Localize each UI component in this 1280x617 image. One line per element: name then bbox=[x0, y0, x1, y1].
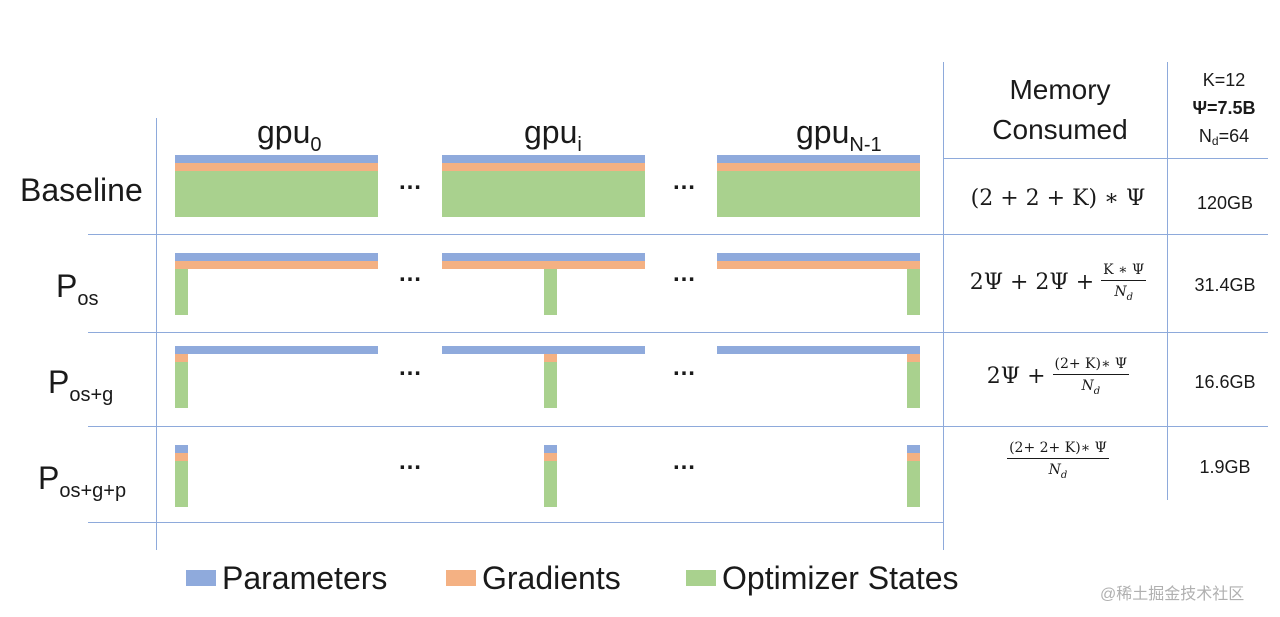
gpu-header-0: gpu0 bbox=[257, 114, 322, 156]
gpu-header-n-1: gpuN-1 bbox=[796, 114, 882, 156]
legend-gradients-label: Gradients bbox=[482, 560, 621, 596]
posgp-gpu0-optimizer bbox=[175, 461, 188, 507]
memory-consumed-header: Memory Consumed bbox=[992, 74, 1128, 145]
value-pos-g-p: 1.9GB bbox=[1199, 457, 1251, 477]
posg-gpu0-optimizer bbox=[175, 362, 188, 408]
config-psi: Ψ=7.5B bbox=[1192, 98, 1256, 118]
ellipsis: … bbox=[398, 448, 423, 475]
row-divider-1 bbox=[88, 234, 1268, 235]
baseline-gpu0-gradients bbox=[175, 163, 378, 171]
ellipsis: … bbox=[398, 354, 423, 381]
watermark: @稀土掘金技术社区 bbox=[1100, 586, 1245, 603]
ellipsis: … bbox=[672, 448, 697, 475]
config-column-rule bbox=[1167, 62, 1168, 500]
pos-gpui-parameters bbox=[442, 253, 645, 261]
posgp-gpun-gradients bbox=[907, 453, 920, 461]
posgp-gpui-parameters bbox=[544, 445, 557, 453]
ellipsis: … bbox=[398, 260, 423, 287]
memory-column-rule bbox=[943, 62, 944, 550]
ellipsis: … bbox=[672, 168, 697, 195]
posg-gpu0-parameters bbox=[175, 346, 378, 354]
config-k: K=12 bbox=[1202, 70, 1246, 90]
posg-gpu0-gradients bbox=[175, 354, 188, 362]
left-vertical-rule bbox=[156, 118, 157, 550]
pos-gpun-gradients bbox=[717, 261, 920, 269]
pos-gpun-optimizer bbox=[907, 269, 920, 315]
ellipsis: … bbox=[672, 260, 697, 287]
pos-gpu0-gradients bbox=[175, 261, 378, 269]
posgp-gpu0-gradients bbox=[175, 453, 188, 461]
pos-gpu0-optimizer bbox=[175, 269, 188, 315]
row-divider-4 bbox=[88, 522, 943, 523]
pos-gpui-optimizer bbox=[544, 269, 557, 315]
pos-gpui-gradients bbox=[442, 261, 645, 269]
config-nd: Nd=64 bbox=[1198, 126, 1250, 148]
row-divider-3 bbox=[88, 426, 1268, 427]
gpu-header-i: gpui bbox=[524, 114, 582, 156]
legend-gradients-swatch bbox=[446, 570, 476, 586]
baseline-gpun-gradients bbox=[717, 163, 920, 171]
posgp-gpui-gradients bbox=[544, 453, 557, 461]
baseline-gpui-parameters bbox=[442, 155, 645, 163]
posgp-gpui-optimizer bbox=[544, 461, 557, 507]
baseline-gpui-gradients bbox=[442, 163, 645, 171]
baseline-gpun-optimizer bbox=[717, 171, 920, 217]
posg-gpui-parameters bbox=[442, 346, 645, 354]
ellipsis: … bbox=[672, 354, 697, 381]
formula-baseline: (2 + 2 + K) ∗ Ψ bbox=[970, 186, 1146, 211]
posg-gpun-optimizer bbox=[907, 362, 920, 408]
legend-parameters-label: Parameters bbox=[222, 560, 388, 596]
posgp-gpun-optimizer bbox=[907, 461, 920, 507]
ellipsis: … bbox=[398, 168, 423, 195]
value-baseline: 120GB bbox=[1196, 193, 1254, 213]
pos-gpun-parameters bbox=[717, 253, 920, 261]
value-pos: 31.4GB bbox=[1194, 275, 1256, 295]
posg-gpui-optimizer bbox=[544, 362, 557, 408]
row-label-baseline: Baseline bbox=[20, 172, 143, 208]
baseline-gpu0-parameters bbox=[175, 155, 378, 163]
config-header: K=12 Ψ=7.5B Nd=64 bbox=[1168, 66, 1280, 155]
legend-optimizer-label: Optimizer States bbox=[722, 560, 959, 596]
legend-optimizer-swatch bbox=[686, 570, 716, 586]
posgp-gpun-parameters bbox=[907, 445, 920, 453]
legend-parameters-swatch bbox=[186, 570, 216, 586]
posg-gpui-gradients bbox=[544, 354, 557, 362]
posgp-gpu0-parameters bbox=[175, 445, 188, 453]
row-label-pos-g: Pos+g bbox=[48, 364, 114, 406]
value-pos-g: 16.6GB bbox=[1194, 372, 1256, 392]
baseline-gpun-parameters bbox=[717, 155, 920, 163]
baseline-gpui-optimizer bbox=[442, 171, 645, 217]
pos-gpu0-parameters bbox=[175, 253, 378, 261]
row-divider-2 bbox=[88, 332, 1268, 333]
row-label-pos: Pos bbox=[56, 268, 99, 310]
row-label-pos-g-p: Pos+g+p bbox=[38, 460, 127, 502]
memory-header-rule bbox=[943, 158, 1268, 159]
posg-gpun-gradients bbox=[907, 354, 920, 362]
baseline-gpu0-optimizer bbox=[175, 171, 378, 217]
posg-gpun-parameters bbox=[717, 346, 920, 354]
